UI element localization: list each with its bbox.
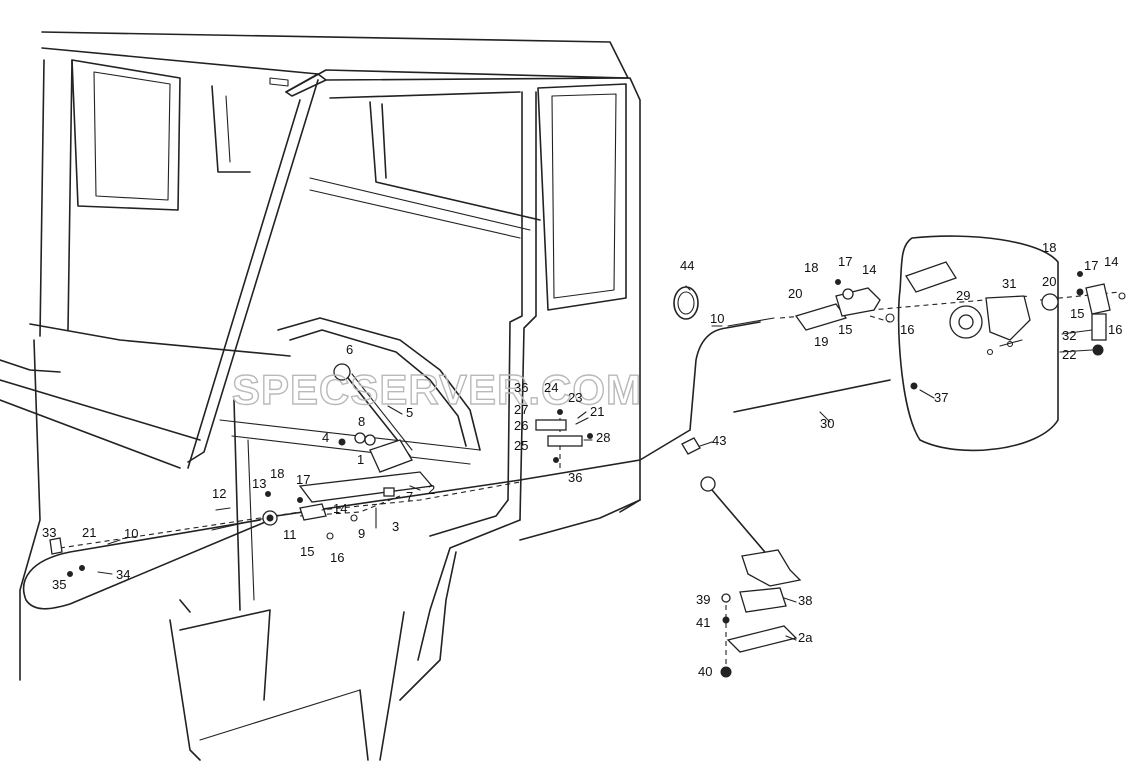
- callout-37: 37: [934, 390, 948, 405]
- transmission-housing: [733, 235, 1059, 452]
- callout-11: 11: [283, 527, 297, 542]
- callout-36-top: 36: [514, 380, 528, 395]
- callout-4: 4: [322, 430, 329, 445]
- callout-2a: 2a: [798, 630, 813, 645]
- callout-18-cab: 18: [270, 466, 284, 481]
- callout-18-center: 18: [804, 260, 818, 275]
- hose-clamp: [673, 286, 699, 320]
- watermark-text: SPECSERVER.COM: [232, 366, 642, 413]
- callout-32: 32: [1062, 328, 1076, 343]
- callout-35: 35: [52, 577, 66, 592]
- clutch-cable: [22, 317, 775, 610]
- callout-33: 33: [42, 525, 56, 540]
- callout-12: 12: [212, 486, 226, 501]
- callout-20-right: 20: [1042, 274, 1056, 289]
- callout-labels: 1 2 3 4 5 6 7 8 9 10 10 11 12 13 14 14 1…: [42, 240, 1122, 679]
- callout-29: 29: [956, 288, 970, 303]
- callout-34: 34: [116, 567, 130, 582]
- callout-leaders: [97, 285, 1093, 641]
- cable-clip: [681, 437, 701, 455]
- callout-10-right: 10: [710, 311, 724, 326]
- truck-cab-outline: [0, 31, 641, 761]
- callout-25: 25: [514, 438, 528, 453]
- callout-18-right: 18: [1042, 240, 1056, 255]
- callout-10-left: 10: [124, 526, 138, 541]
- callout-31: 31: [1002, 276, 1016, 291]
- callout-14-center: 14: [862, 262, 876, 277]
- callout-24: 24: [544, 380, 558, 395]
- callout-40: 40: [698, 664, 712, 679]
- callout-17-center: 17: [838, 254, 852, 269]
- callout-3: 3: [392, 519, 399, 534]
- callout-17-cab: 17: [296, 472, 310, 487]
- callout-7: 7: [406, 489, 413, 504]
- callout-26: 26: [514, 418, 528, 433]
- cab-hardware: [49, 491, 377, 577]
- callout-19: 19: [814, 334, 828, 349]
- callout-8: 8: [358, 414, 365, 429]
- callout-9: 9: [358, 526, 365, 541]
- callout-21-door: 21: [590, 404, 604, 419]
- callout-23: 23: [568, 390, 582, 405]
- callout-15-center: 15: [838, 322, 852, 337]
- callout-43: 43: [712, 433, 726, 448]
- slave-cylinder-right: [986, 271, 1126, 356]
- callout-28: 28: [596, 430, 610, 445]
- callout-15-right: 15: [1070, 306, 1084, 321]
- slave-cylinder-bracket: [794, 279, 895, 331]
- callout-17-right: 17: [1084, 258, 1098, 273]
- callout-39: 39: [696, 592, 710, 607]
- callout-30: 30: [820, 416, 834, 431]
- callout-21-left: 21: [82, 525, 96, 540]
- callout-36-bottom: 36: [568, 470, 582, 485]
- callout-15-cab: 15: [300, 544, 314, 559]
- callout-41: 41: [696, 615, 710, 630]
- door-hardware: [535, 409, 593, 463]
- callout-13: 13: [252, 476, 266, 491]
- clutch-pedal-assembly: [298, 363, 434, 503]
- callout-22: 22: [1062, 347, 1076, 362]
- callout-16-center: 16: [900, 322, 914, 337]
- callout-5: 5: [406, 405, 413, 420]
- callout-20-center: 20: [788, 286, 802, 301]
- pedal-detail: [700, 476, 802, 678]
- callout-16-right: 16: [1108, 322, 1122, 337]
- callout-16-cab: 16: [330, 550, 344, 565]
- callout-2: 2: [428, 482, 435, 497]
- callout-14-cab: 14: [333, 501, 347, 516]
- callout-38: 38: [798, 593, 812, 608]
- callout-6: 6: [346, 342, 353, 357]
- callout-14-right: 14: [1104, 254, 1118, 269]
- callout-44: 44: [680, 258, 694, 273]
- callout-1: 1: [357, 452, 364, 467]
- callout-27: 27: [514, 402, 528, 417]
